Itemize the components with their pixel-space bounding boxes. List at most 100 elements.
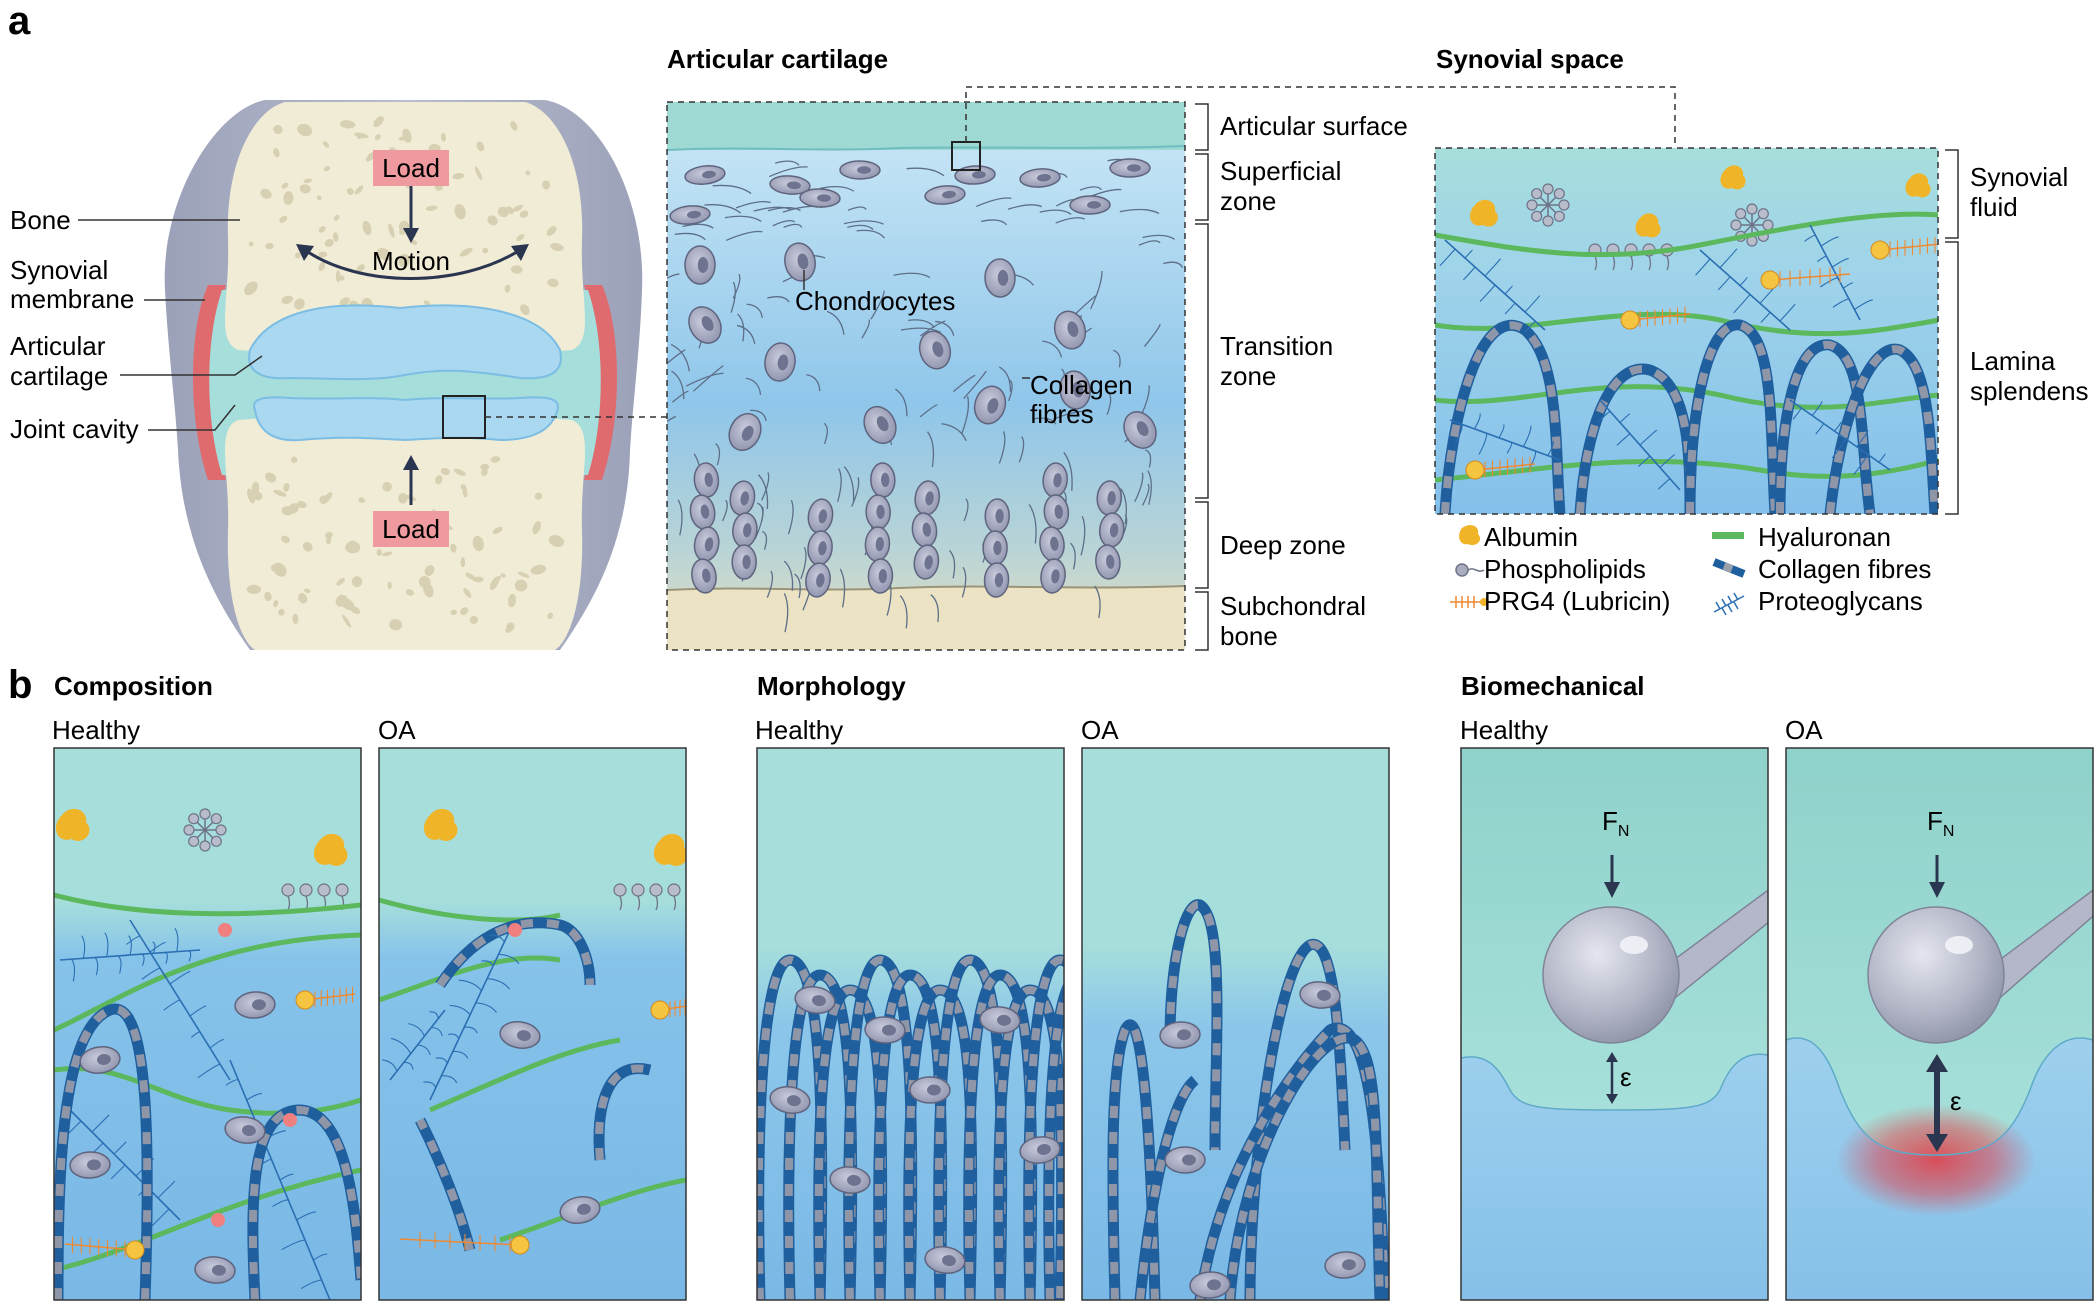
proteoglycan-branch: [126, 935, 141, 945]
legend-prg4-icon: [1450, 596, 1488, 608]
bone-speckle: [548, 535, 565, 548]
albumin: [1635, 213, 1661, 238]
legend-collagen: Collagen fibres: [1758, 554, 1931, 584]
phospholipid-micelle: [183, 808, 227, 852]
bone-speckle: [460, 484, 466, 490]
collagen-fibre: [1032, 417, 1057, 425]
proteoglycan-branch: [448, 1033, 460, 1040]
bone-speckle: [423, 300, 430, 306]
collagen-banding: [54, 1005, 152, 1300]
albumin: [423, 808, 458, 841]
chondrocyte: [1019, 1136, 1061, 1164]
bone-speckle: [244, 281, 258, 296]
proteoglycan-branch: [281, 1239, 306, 1251]
collagen-fibre: [767, 296, 790, 303]
hyaluronan: [1435, 384, 1938, 410]
bone-speckle: [299, 184, 311, 194]
biomechanical-title: Biomechanical: [1461, 671, 1645, 701]
collagen-fibre: [963, 370, 987, 400]
chondrocyte: [69, 1151, 111, 1179]
legend-phospholipid-icon: [1455, 563, 1485, 577]
proteoglycan-branch: [163, 999, 181, 1011]
bone-speckle: [273, 600, 279, 608]
proteoglycan-branch: [174, 928, 179, 952]
collagen-fibre: [1039, 209, 1072, 215]
bone-speckle: [382, 551, 393, 557]
chondrocyte: [1189, 1271, 1231, 1299]
collagen-fibre: [757, 502, 764, 522]
collagen-fibre: [721, 499, 728, 522]
albumin: [55, 808, 90, 841]
proteoglycan-branch: [487, 978, 511, 990]
bone-speckle: [303, 588, 311, 594]
chondrocyte: [764, 342, 796, 382]
bone-speckle: [356, 133, 362, 140]
phospholipid-tail: [637, 895, 641, 911]
strain-label-oa: ε: [1950, 1086, 1962, 1116]
collagen-fibre: [677, 499, 683, 536]
morphology-oa-label: OA: [1081, 715, 1119, 745]
bone-speckle: [519, 210, 529, 218]
chondrocyte: [983, 562, 1010, 598]
bone-speckle: [281, 535, 290, 544]
proteoglycan-branch: [390, 1037, 412, 1054]
chondrocyte: [731, 544, 757, 580]
collagen-fibre: [1120, 488, 1127, 525]
phospholipid-tail: [1594, 255, 1598, 271]
motion-label: Motion: [372, 246, 450, 276]
collagen-fibre: [1063, 451, 1073, 491]
collagen-banding: [1044, 986, 1064, 1300]
biomechanical-healthy-panel: [1461, 748, 1768, 1300]
proteoglycan-branch: [1619, 413, 1631, 423]
chondrocyte: [807, 530, 833, 566]
bone-speckle: [338, 275, 345, 281]
zone-subchondral-2: bone: [1220, 621, 1278, 651]
chondrocyte: [865, 494, 891, 530]
label-synovial-membrane-2: membrane: [10, 284, 134, 314]
prg4-head: [1620, 310, 1640, 330]
label-joint-cavity: Joint cavity: [10, 414, 139, 444]
load-box-bottom: [373, 511, 449, 547]
bone-speckle: [460, 556, 466, 568]
prg4-head: [125, 1240, 145, 1260]
proteoglycan-branch: [1498, 424, 1505, 439]
proteoglycan-branch: [209, 1038, 224, 1049]
collagen-fibre: [1008, 379, 1013, 402]
proteoglycan-branch: [149, 941, 166, 953]
proteoglycan-branch: [1834, 421, 1842, 432]
proteoglycan-branch: [449, 1004, 471, 1016]
morphology-title: Morphology: [757, 671, 906, 701]
collagen-fibre: [847, 206, 867, 211]
proteoglycan-branch: [429, 1011, 439, 1019]
prg4: [64, 1243, 136, 1251]
legend-proteoglycan-icon: [1713, 592, 1745, 616]
bone-speckle: [450, 609, 458, 615]
proteoglycan-branch: [452, 1050, 469, 1059]
collagen-fibre: [980, 219, 1008, 226]
bone-speckle: [339, 120, 356, 129]
collagen-banding: [248, 1105, 361, 1300]
chondrocytes-label: Chondrocytes: [795, 286, 955, 316]
bone-speckle: [530, 564, 547, 575]
label-synovial-membrane-1: Synovial: [10, 255, 108, 285]
chondrocyte: [691, 558, 717, 594]
proteoglycan-branch: [128, 935, 132, 956]
chondrocyte: [909, 1076, 951, 1104]
bone-speckle: [546, 226, 557, 236]
load-label-bottom: Load: [382, 514, 440, 544]
collagen-fibre: [670, 343, 691, 372]
chondrocyte: [839, 160, 881, 180]
bone-speckle: [246, 584, 262, 594]
collagen-fibre: [843, 465, 855, 503]
hyaluronan: [1435, 211, 1938, 258]
lamina-label-1: Lamina: [1970, 346, 2056, 376]
proteoglycan-branch: [417, 1044, 431, 1056]
collagen-fibre: [930, 594, 939, 622]
bone-speckle: [387, 581, 392, 590]
proteoglycan-branch: [1733, 294, 1751, 314]
collagen-fibre: [952, 374, 976, 393]
strain-label-healthy: ε: [1620, 1062, 1632, 1092]
bone-speckle: [265, 242, 274, 250]
proteoglycan-branch: [313, 1253, 328, 1261]
bone-speckle: [300, 124, 305, 130]
